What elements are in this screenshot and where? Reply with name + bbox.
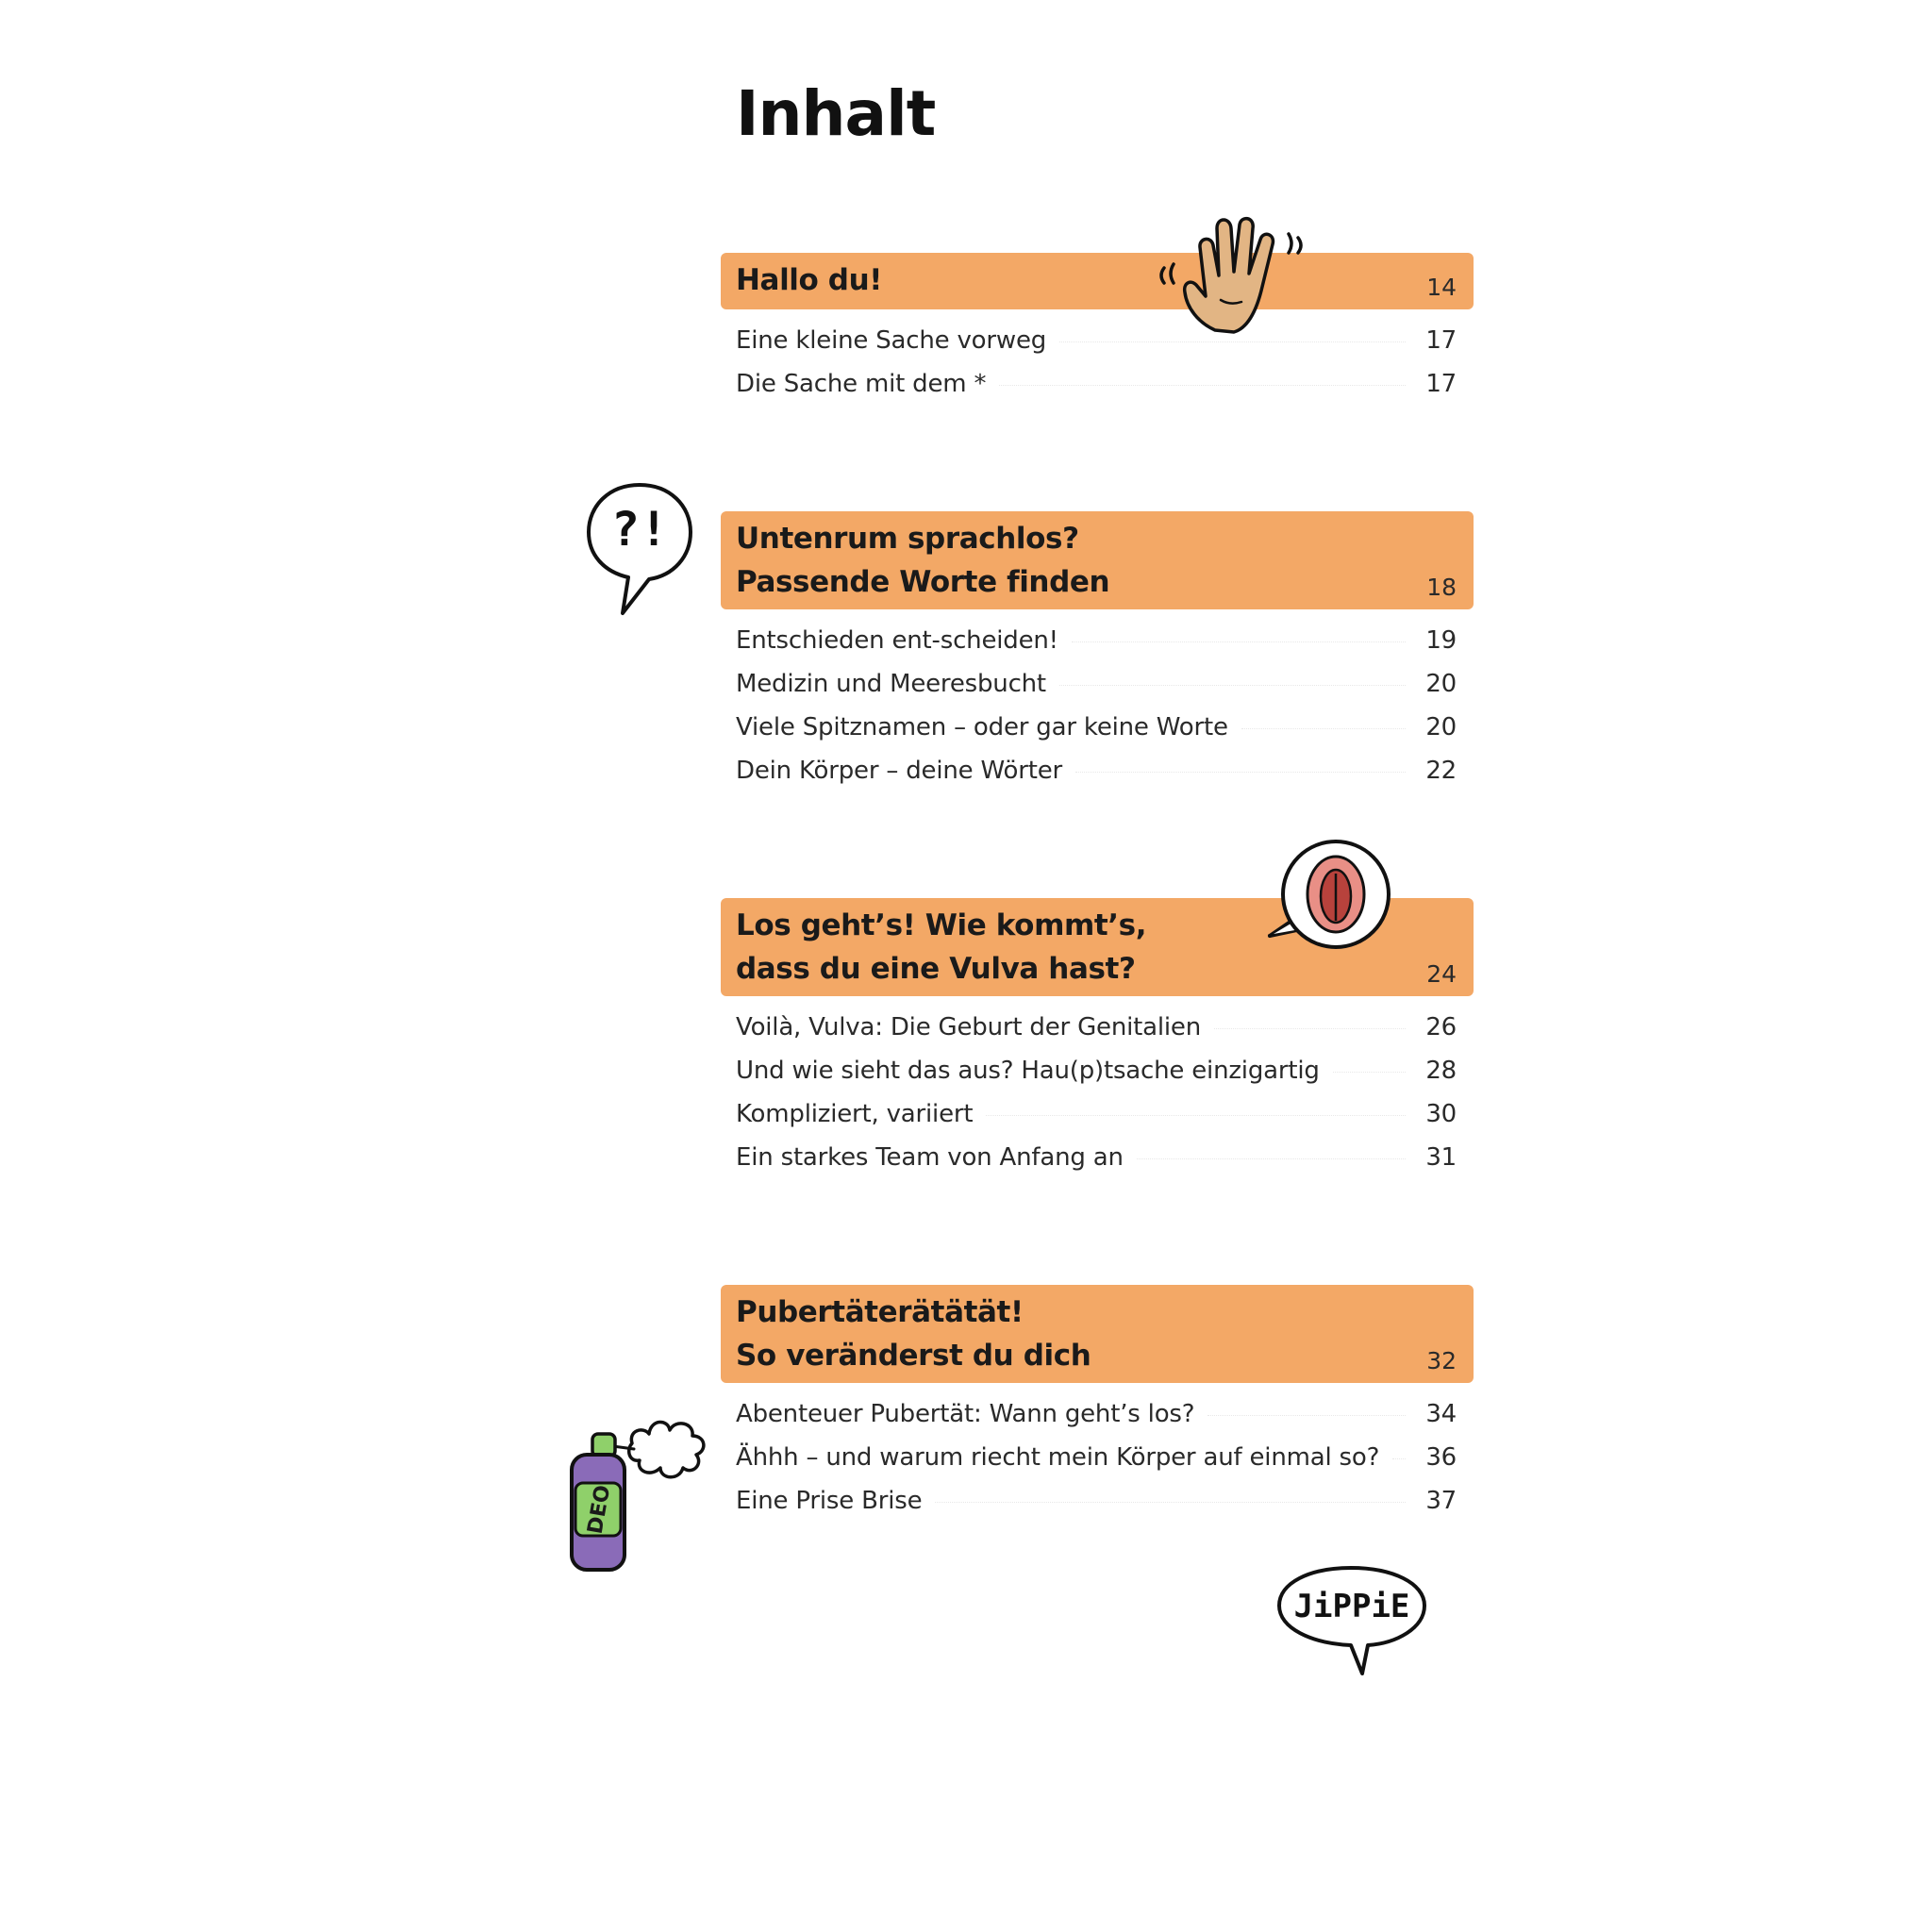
entry-page-number: 20: [1425, 670, 1457, 698]
toc-entry[interactable]: Entschieden ent-scheiden! 19: [736, 626, 1458, 670]
entry-leader: [986, 1115, 1406, 1116]
entry-title: Entschieden ent-scheiden!: [736, 626, 1058, 655]
entry-title: Ein starkes Team von Anfang an: [736, 1143, 1124, 1172]
toc-entry[interactable]: Ein starkes Team von Anfang an 31: [736, 1143, 1458, 1187]
entry-title: Eine kleine Sache vorweg: [736, 326, 1047, 355]
section-title-line: dass du eine Vulva hast?: [736, 952, 1136, 986]
entry-list: Eine kleine Sache vorweg 17 Die Sache mi…: [721, 326, 1474, 413]
entry-page-number: 30: [1425, 1100, 1457, 1128]
entry-leader: [1241, 728, 1406, 729]
toc-section-pubertaet: Pubertäterätätät! So veränderst du dich …: [721, 1285, 1474, 1530]
section-title-line: Untenrum sprachlos?: [736, 522, 1079, 556]
entry-title: Die Sache mit dem *: [736, 370, 987, 398]
entry-leader: [1059, 341, 1406, 342]
entry-leader: [1058, 685, 1406, 686]
section-title-line: Los geht’s! Wie kommt’s,: [736, 908, 1147, 942]
jippie-text: JiPPiE: [1294, 1588, 1410, 1625]
toc-entry[interactable]: Kompliziert, variiert 30: [736, 1100, 1458, 1143]
entry-leader: [1213, 1028, 1406, 1029]
entry-list: Abenteuer Pubertät: Wann geht’s los? 34 …: [721, 1400, 1474, 1530]
section-title: Pubertäterätätät! So veränderst du dich: [736, 1291, 1091, 1377]
section-title-line: Pubertäterätätät!: [736, 1295, 1024, 1329]
entry-page-number: 22: [1425, 757, 1457, 785]
entry-title: Ähhh – und warum riecht mein Körper auf …: [736, 1443, 1380, 1472]
entry-leader: [1208, 1415, 1406, 1416]
toc-entry[interactable]: Medizin und Meeresbucht 20: [736, 670, 1458, 713]
entry-page-number: 19: [1425, 626, 1457, 655]
entry-title: Kompliziert, variiert: [736, 1100, 974, 1128]
jippie-speech-bubble-icon: JiPPiE: [1272, 1562, 1432, 1681]
toc-entry[interactable]: Und wie sieht das aus? Hau(p)tsache einz…: [736, 1057, 1458, 1100]
entry-page-number: 17: [1425, 326, 1457, 355]
waving-hand-icon: [1149, 209, 1319, 334]
entry-leader: [1136, 1158, 1406, 1159]
entry-leader: [999, 385, 1406, 386]
section-header[interactable]: Pubertäterätätät! So veränderst du dich …: [721, 1285, 1474, 1383]
toc-entry[interactable]: Die Sache mit dem * 17: [736, 370, 1458, 413]
entry-page-number: 17: [1425, 370, 1457, 398]
entry-leader: [1071, 641, 1406, 642]
entry-page-number: 37: [1425, 1487, 1457, 1515]
toc-entry[interactable]: Voilà, Vulva: Die Geburt der Genitalien …: [736, 1013, 1458, 1057]
toc-section-untenrum: Untenrum sprachlos? Passende Worte finde…: [721, 511, 1474, 800]
toc-entry[interactable]: Ähhh – und warum riecht mein Körper auf …: [736, 1443, 1458, 1487]
entry-title: Abenteuer Pubertät: Wann geht’s los?: [736, 1400, 1195, 1428]
entry-leader: [1074, 772, 1406, 773]
entry-page-number: 34: [1425, 1400, 1457, 1428]
entry-page-number: 20: [1425, 713, 1457, 741]
entry-title: Viele Spitznamen – oder gar keine Worte: [736, 713, 1228, 741]
toc-entry[interactable]: Viele Spitznamen – oder gar keine Worte …: [736, 713, 1458, 757]
section-page-number: 14: [1426, 274, 1457, 301]
entry-leader: [935, 1502, 1406, 1503]
entry-list: Entschieden ent-scheiden! 19 Medizin und…: [721, 626, 1474, 800]
section-title: Hallo du!: [736, 258, 882, 302]
toc-entry[interactable]: Abenteuer Pubertät: Wann geht’s los? 34: [736, 1400, 1458, 1443]
entry-title: Und wie sieht das aus? Hau(p)tsache einz…: [736, 1057, 1320, 1085]
toc-entry[interactable]: Eine Prise Brise 37: [736, 1487, 1458, 1530]
section-page-number: 18: [1426, 574, 1457, 601]
entry-title: Eine Prise Brise: [736, 1487, 923, 1515]
deo-spray-icon: DEO: [562, 1402, 713, 1577]
bubble-symbols: ?!: [611, 502, 668, 557]
entry-title: Dein Körper – deine Wörter: [736, 757, 1062, 785]
section-title-line: Passende Worte finden: [736, 565, 1110, 599]
entry-title: Medizin und Meeresbucht: [736, 670, 1046, 698]
vulva-speech-bubble-icon: [1251, 834, 1392, 957]
toc-entry[interactable]: Dein Körper – deine Wörter 22: [736, 757, 1458, 800]
toc-section-hallo: Hallo du! 14 Eine kleine Sache vorweg 17…: [721, 253, 1474, 413]
section-title-line: So veränderst du dich: [736, 1339, 1091, 1373]
entry-page-number: 31: [1425, 1143, 1457, 1172]
entry-list: Voilà, Vulva: Die Geburt der Genitalien …: [721, 1013, 1474, 1187]
section-title: Untenrum sprachlos? Passende Worte finde…: [736, 517, 1110, 604]
entry-page-number: 26: [1425, 1013, 1457, 1041]
entry-page-number: 36: [1425, 1443, 1457, 1472]
entry-leader: [1332, 1072, 1406, 1073]
entry-title: Voilà, Vulva: Die Geburt der Genitalien: [736, 1013, 1201, 1041]
entry-leader: [1392, 1458, 1406, 1459]
section-title: Los geht’s! Wie kommt’s, dass du eine Vu…: [736, 904, 1147, 991]
entry-page-number: 28: [1425, 1057, 1457, 1085]
section-page-number: 32: [1426, 1347, 1457, 1374]
toc-entry[interactable]: Eine kleine Sache vorweg 17: [736, 326, 1458, 370]
section-header[interactable]: Untenrum sprachlos? Passende Worte finde…: [721, 511, 1474, 609]
question-exclamation-bubble-icon: ?!: [583, 479, 696, 621]
section-page-number: 24: [1426, 960, 1457, 988]
section-title-line: Hallo du!: [736, 263, 883, 297]
page-title: Inhalt: [736, 77, 936, 150]
section-header[interactable]: Hallo du! 14: [721, 253, 1474, 309]
